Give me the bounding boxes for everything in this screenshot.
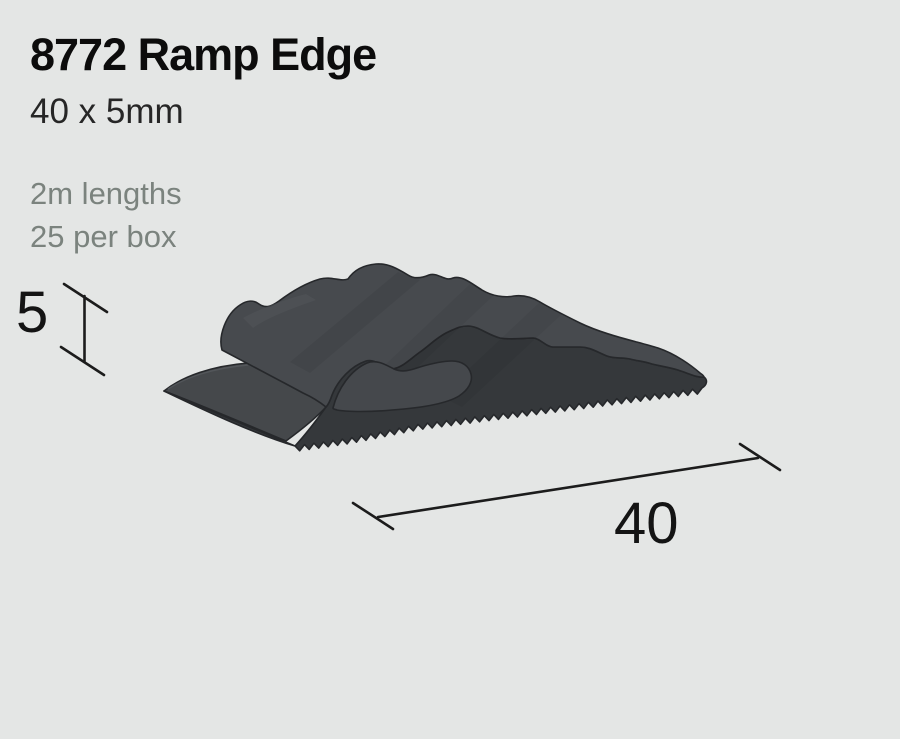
width-dim-right-tick <box>738 442 782 472</box>
product-size-text: 40 x 5mm <box>30 92 184 131</box>
width-dimension-lines <box>351 442 782 531</box>
height-dim-top-tick <box>62 282 109 314</box>
product-specs: 2m lengths 25 per box <box>30 172 182 258</box>
width-dim-line <box>376 456 760 519</box>
height-dim-bottom-tick <box>59 345 106 377</box>
ramp-cavity <box>332 360 473 413</box>
flange-edge-highlight <box>167 364 249 390</box>
spec-length-text: 2m lengths <box>30 176 182 211</box>
spec-packaging-text: 25 per box <box>30 219 177 254</box>
height-dimension-label: 5 <box>16 280 49 345</box>
width-dim-left-tick <box>351 501 395 531</box>
corrugation-band <box>290 272 420 373</box>
ramp-top-surface <box>220 263 705 408</box>
height-dimension-lines <box>59 282 109 377</box>
top-surface-highlight <box>243 294 316 328</box>
page-title: 8772 Ramp Edge <box>30 29 377 80</box>
width-dimension-label: 40 <box>614 491 679 556</box>
